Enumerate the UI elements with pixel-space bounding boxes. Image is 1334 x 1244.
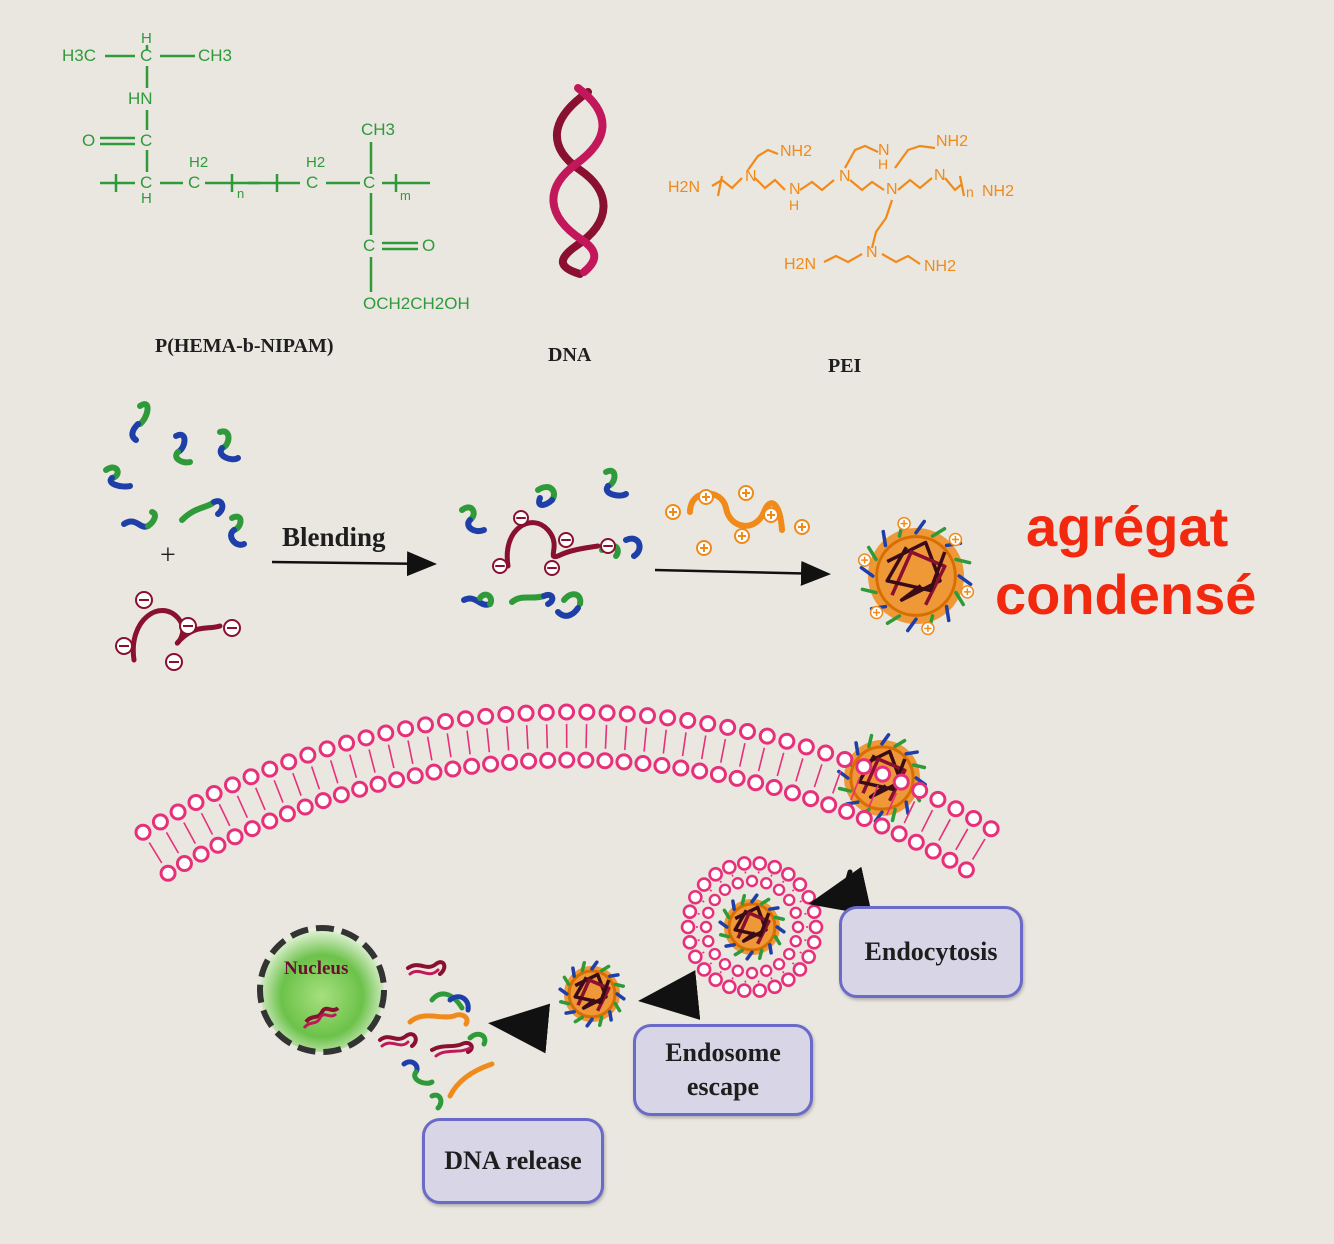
- condensation-arrow: [655, 570, 826, 574]
- pei-n-e: N: [886, 181, 898, 199]
- pei-n-subscript: n: [966, 184, 974, 200]
- pathway-arrows: [498, 872, 850, 1024]
- pei-n-a: N: [745, 168, 757, 186]
- dna-label: DNA: [548, 344, 591, 367]
- polymer-m-subscript: m: [400, 188, 411, 203]
- condensed-aggregate-title-line2: condensé: [995, 566, 1256, 624]
- polymer-hn: HN: [128, 89, 153, 109]
- nucleus-label: Nucleus: [284, 958, 348, 980]
- nucleus-icon: [260, 928, 384, 1052]
- pei-nh2-bottom: NH2: [924, 258, 956, 276]
- condensed-aggregate: [859, 518, 974, 635]
- released-dna-fragments: [380, 962, 492, 1108]
- polymer-h3c: H3C: [62, 46, 96, 66]
- step-endosome-escape: Endosome escape: [633, 1024, 813, 1116]
- polymer-label: P(HEMA-b-NIPAM): [155, 335, 333, 358]
- polymer-o: O: [82, 131, 95, 151]
- blending-arrow: [272, 562, 432, 564]
- polymer-ch3-right: CH3: [361, 120, 395, 140]
- polymer-n-subscript: n: [237, 186, 244, 201]
- polymer-c-top: C: [140, 46, 152, 66]
- polymer-bottom-h: H: [141, 190, 152, 207]
- polymer-top-h: H: [141, 30, 152, 47]
- pei-h-b: H: [789, 197, 799, 213]
- pei-positive-chain: [666, 486, 809, 555]
- step-dna-release-label: DNA release: [444, 1144, 581, 1178]
- pei-nh2-a: NH2: [780, 143, 812, 161]
- mixed-polyplex-intermediate: [462, 471, 640, 616]
- pei-label: PEI: [828, 355, 861, 378]
- pei-h2n-bottom: H2N: [784, 256, 816, 274]
- negative-dna-coil: [116, 592, 240, 670]
- escaped-aggregate: [560, 962, 624, 1026]
- dna-helix-icon: [553, 88, 603, 274]
- polymer-c-ch2: C: [188, 173, 200, 193]
- polymer-c-ester: C: [363, 236, 375, 256]
- polymer-c-ch2-b: C: [306, 173, 318, 193]
- polymer-c-carbonyl: C: [140, 131, 152, 151]
- polymer-c-quaternary: C: [363, 173, 375, 193]
- polymer-h2-a: H2: [189, 154, 208, 171]
- pei-h2n-left: H2N: [668, 179, 700, 197]
- endosome-vesicle: [682, 857, 822, 996]
- pei-nh2-right: NH2: [982, 183, 1014, 201]
- polymer-och2ch2oh: OCH2CH2OH: [363, 294, 470, 314]
- blending-label: Blending: [282, 522, 386, 553]
- pei-n-c: N: [839, 168, 851, 186]
- polymer-h2-b: H2: [306, 154, 325, 171]
- pei-nh2-b: NH2: [936, 133, 968, 151]
- pei-structure: [712, 146, 964, 264]
- step-endosome-escape-label: Endosome escape: [653, 1036, 793, 1104]
- pei-h-d: H: [878, 156, 888, 172]
- pei-n-f: N: [934, 167, 946, 185]
- step-endocytosis: Endocytosis: [839, 906, 1023, 998]
- pei-n-g: N: [866, 244, 878, 262]
- condensed-aggregate-title-line1: agrégat: [1026, 498, 1228, 556]
- polymer-structure: [100, 45, 430, 292]
- polymer-o-ester: O: [422, 236, 435, 256]
- step-endocytosis-label: Endocytosis: [865, 935, 998, 969]
- free-polymer-chains: [106, 404, 244, 545]
- polymer-ch3-left: CH3: [198, 46, 232, 66]
- step-dna-release: DNA release: [422, 1118, 604, 1204]
- plus-sign: +: [160, 540, 176, 572]
